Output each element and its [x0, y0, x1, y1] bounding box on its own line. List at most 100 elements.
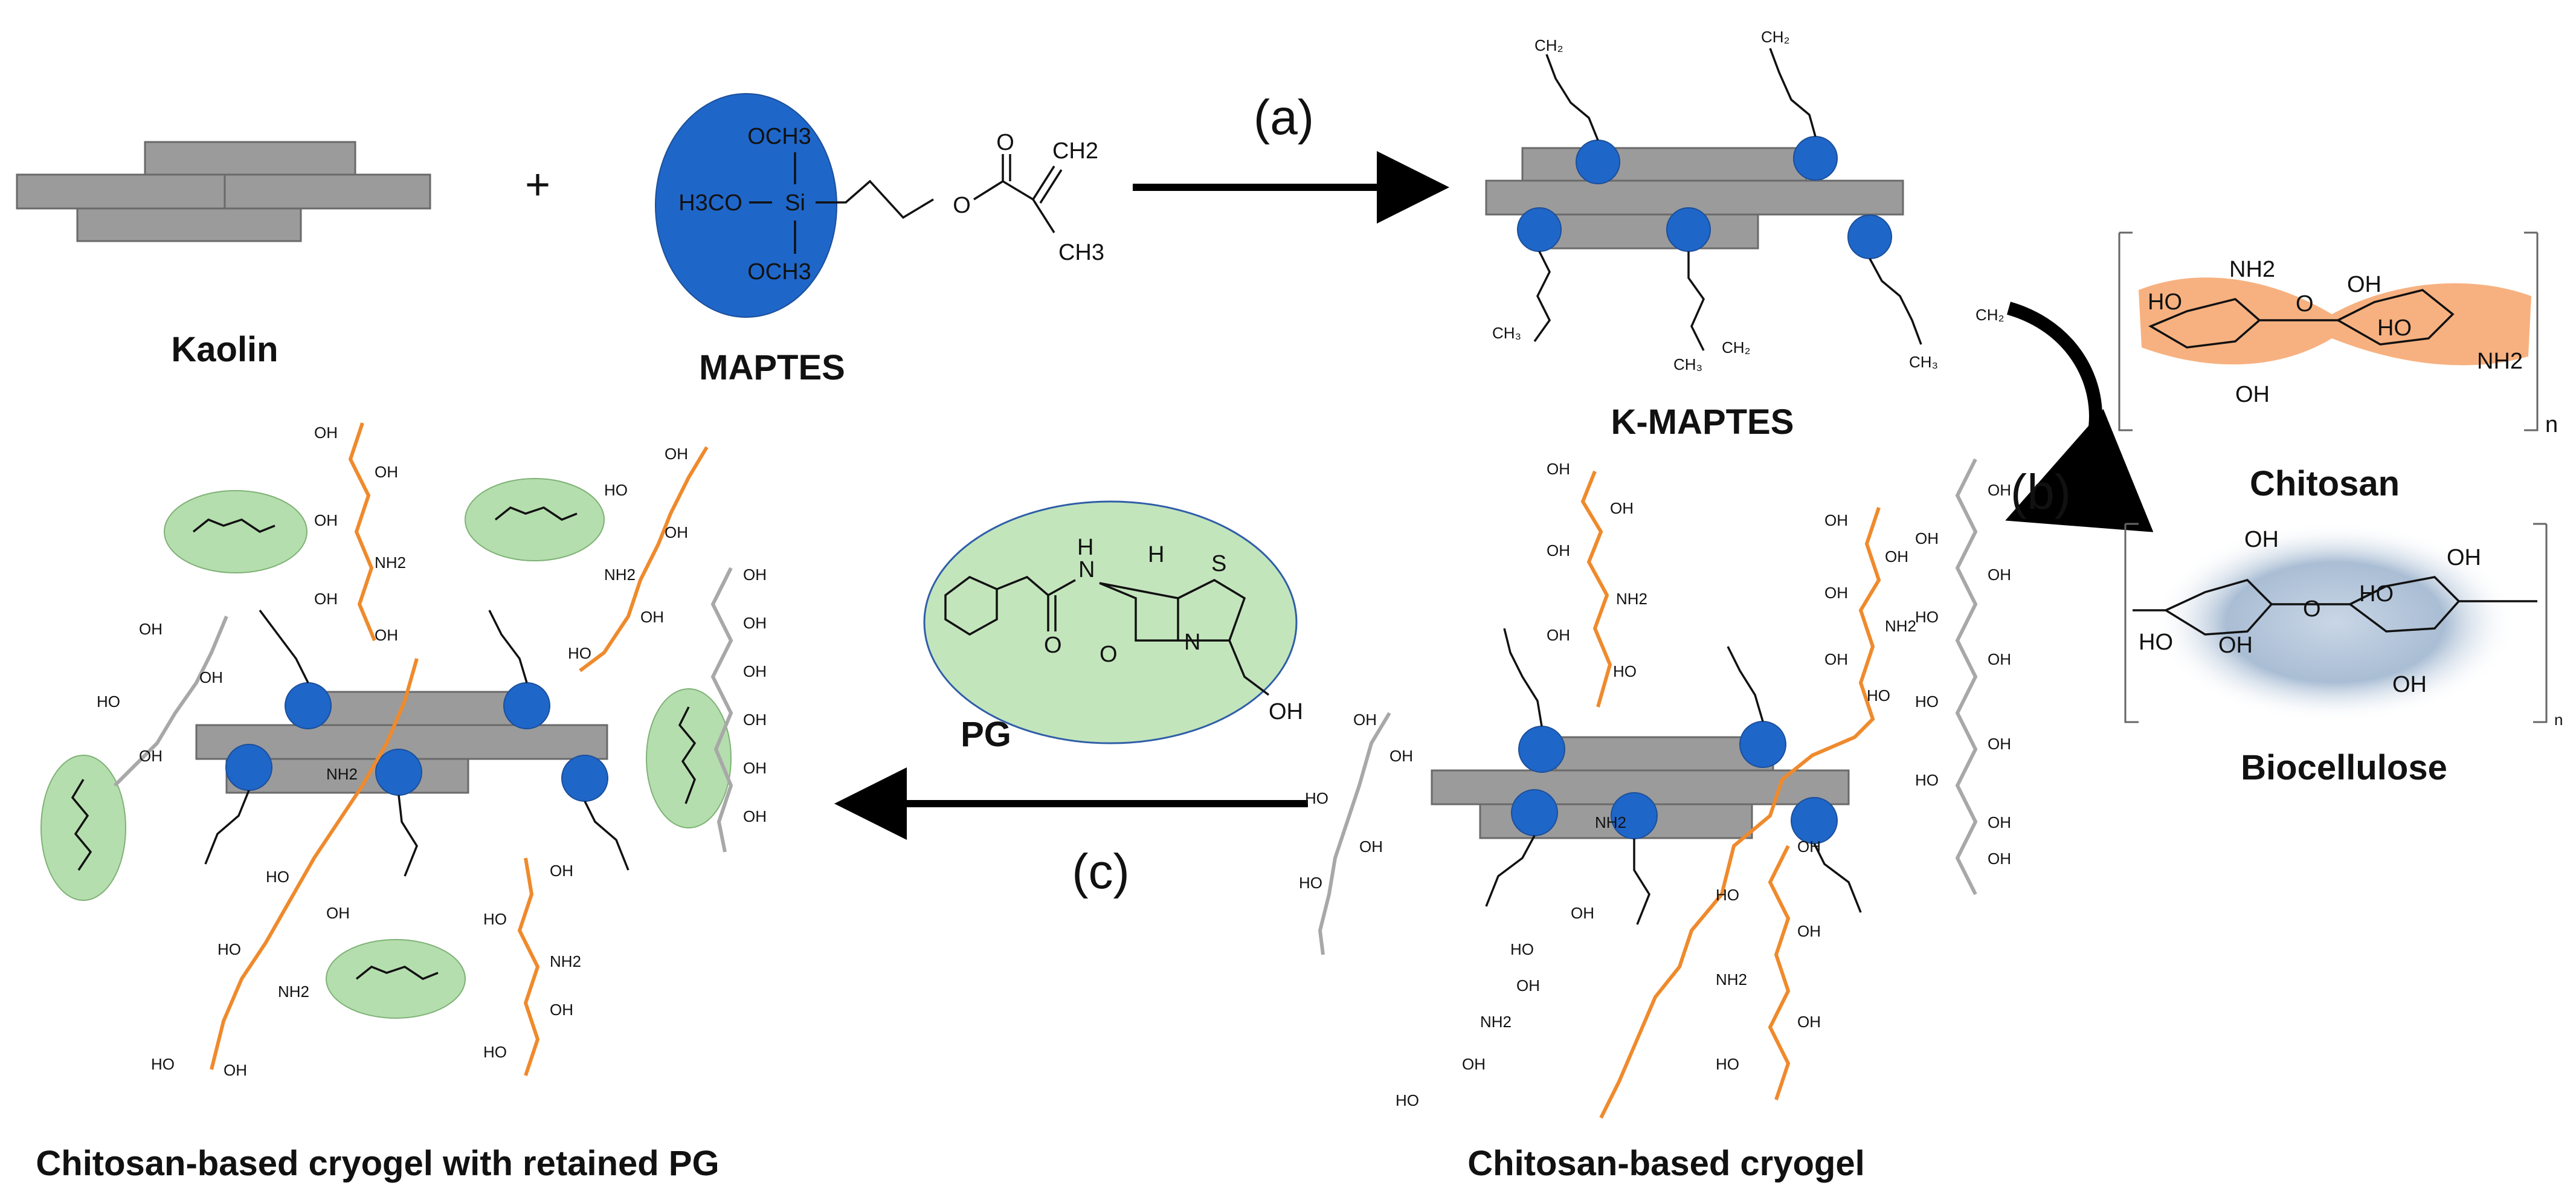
cgpg-oh-18: OH — [326, 904, 350, 922]
svg-text:CH₂: CH₂ — [1534, 36, 1563, 54]
kmaptes-silane-2 — [1793, 136, 1838, 181]
cg-nh2-4: NH2 — [1480, 1013, 1512, 1031]
cg-nh2-5: NH2 — [1716, 970, 1747, 989]
cgpg-oh-21: OH — [550, 1001, 573, 1019]
cgpg-ho-2: HO — [568, 644, 591, 662]
maptes-ch2: CH2 — [1052, 138, 1098, 164]
curved-arrow-down-icon — [2005, 302, 2154, 532]
cg-ho-7: HO — [1299, 874, 1322, 892]
cg-ho-1: HO — [1613, 662, 1637, 680]
cg-ho-6: HO — [1305, 789, 1328, 807]
cgpg-oh-17: OH — [139, 747, 163, 765]
kaolin-slab-mid-left — [16, 173, 226, 210]
cg-oh-2: OH — [1610, 499, 1634, 517]
maptes-och3-top: OCH3 — [747, 124, 811, 149]
cgpg-nh2-3: NH2 — [326, 765, 358, 783]
biocellulose-n: n — [2554, 711, 2563, 729]
arrow-a: (a) — [1133, 90, 1449, 224]
step-b-label: (b) — [2011, 465, 2071, 520]
cryogel-pg-silane-3 — [225, 744, 272, 791]
cgpg-oh-9: OH — [743, 566, 767, 584]
kmaptes-silane-1 — [1576, 140, 1620, 184]
cg-oh-24: OH — [1797, 1013, 1821, 1031]
cg-ho-4: HO — [1915, 692, 1939, 711]
step-c-label: (c) — [1072, 844, 1130, 899]
chitosan-o-link: O — [2296, 291, 2314, 317]
kmaptes-slab-top — [1521, 147, 1808, 182]
cgpg-oh-19: OH — [224, 1061, 247, 1079]
pg-drop-4 — [40, 755, 126, 901]
biocellulose-o-link: O — [2303, 596, 2321, 622]
cgpg-nh2-1: NH2 — [375, 553, 406, 572]
cg-nh2-2: NH2 — [1885, 617, 1916, 635]
cryogel-pg-slab-top — [313, 691, 527, 726]
cgpg-oh-11: OH — [743, 662, 767, 680]
cg-ho-2: HO — [1867, 686, 1890, 705]
cg-oh-14: OH — [1988, 813, 2011, 831]
chitosan-highlight — [2139, 277, 2531, 366]
svg-text:CH₂: CH₂ — [1761, 28, 1790, 46]
kmaptes-silane-5 — [1847, 215, 1892, 259]
biocellulose-oh-4: OH — [2392, 672, 2427, 697]
pg-group: O N H H S N O OH PG — [923, 500, 1303, 754]
maptes-o-carbonyl: O — [996, 130, 1014, 155]
pg-s: S — [1211, 551, 1226, 576]
pg-drop-2 — [465, 478, 605, 561]
cryogel-pg-silane-1 — [285, 682, 332, 729]
cg-oh-4: OH — [1547, 626, 1570, 644]
cgpg-oh-14: OH — [743, 807, 767, 825]
cryogel-silane-1 — [1518, 726, 1565, 773]
cg-oh-22: OH — [1797, 837, 1821, 856]
cgpg-ho-4: HO — [266, 868, 289, 886]
cgpg-oh-7: OH — [665, 523, 688, 541]
pg-h-nh: H — [1077, 535, 1093, 560]
cgpg-ho-3: HO — [97, 692, 120, 711]
pg-label: PG — [961, 715, 1011, 754]
kaolin-slab-mid-right — [224, 173, 431, 210]
cg-oh-21: OH — [1462, 1055, 1486, 1073]
chitosan-ho-left: HO — [2148, 289, 2182, 315]
cg-oh-19: OH — [1571, 904, 1594, 922]
cgpg-oh-6: OH — [665, 445, 688, 463]
cgpg-ho-7: HO — [483, 910, 507, 928]
cg-oh-10: OH — [1915, 529, 1939, 547]
cg-oh-5: OH — [1824, 511, 1848, 529]
pg-o-amide: O — [1044, 633, 1062, 658]
cg-oh-9: OH — [1988, 481, 2011, 499]
arrow-b: (b) — [2005, 302, 2154, 532]
pg-o-lactam: O — [1100, 642, 1118, 667]
svg-text:CH₂: CH₂ — [1975, 306, 2004, 324]
cgpg-nh2-4: NH2 — [278, 982, 309, 1001]
cryogel-label: Chitosan-based cryogel — [1467, 1144, 1864, 1183]
cgpg-ho-5: HO — [217, 940, 241, 958]
plus-sign: + — [525, 161, 550, 209]
chitosan-ho-mid: HO — [2377, 315, 2412, 341]
biocellulose-ho-1: HO — [2139, 630, 2173, 655]
chitosan-group: OH NH2 HO O HO NH2 OH n Chitosan — [2118, 231, 2558, 503]
cg-oh-15: OH — [1988, 850, 2011, 868]
chitosan-nh2-right: NH2 — [2477, 349, 2523, 374]
maptes-och3-bottom: OCH3 — [747, 259, 811, 285]
svg-text:CH₃: CH₃ — [1492, 324, 1521, 342]
cryogel-pg-silane-4 — [375, 749, 422, 796]
cryogel-group: OH OH OH NH2 OH HO OH OH OH NH2 OH HO OH… — [1299, 458, 2011, 1183]
step-a-label: (a) — [1254, 90, 1314, 145]
svg-text:CH₃: CH₃ — [1909, 353, 1938, 371]
pg-drop-3 — [646, 688, 732, 828]
cgpg-ho-1: HO — [604, 481, 628, 499]
maptes-label: MAPTES — [699, 348, 845, 387]
cg-oh-13: OH — [1988, 735, 2011, 753]
cg-ho-11: HO — [1716, 1055, 1739, 1073]
maptes-group: OCH3 H3CO Si OCH3 O O CH2 CH3 MAPTES — [655, 93, 1104, 387]
cgpg-oh-20: OH — [550, 862, 573, 880]
cg-oh-1: OH — [1547, 460, 1570, 478]
cg-ho-10: HO — [1716, 886, 1739, 904]
cgpg-oh-5: OH — [375, 626, 398, 644]
k-maptes-label: K-MAPTES — [1611, 402, 1794, 442]
cgpg-oh-3: OH — [314, 511, 338, 529]
cg-nh2-3: NH2 — [1595, 813, 1626, 831]
cgpg-oh-1: OH — [314, 424, 338, 442]
pg-oh: OH — [1269, 699, 1303, 724]
maptes-h3co: H3CO — [678, 190, 742, 216]
